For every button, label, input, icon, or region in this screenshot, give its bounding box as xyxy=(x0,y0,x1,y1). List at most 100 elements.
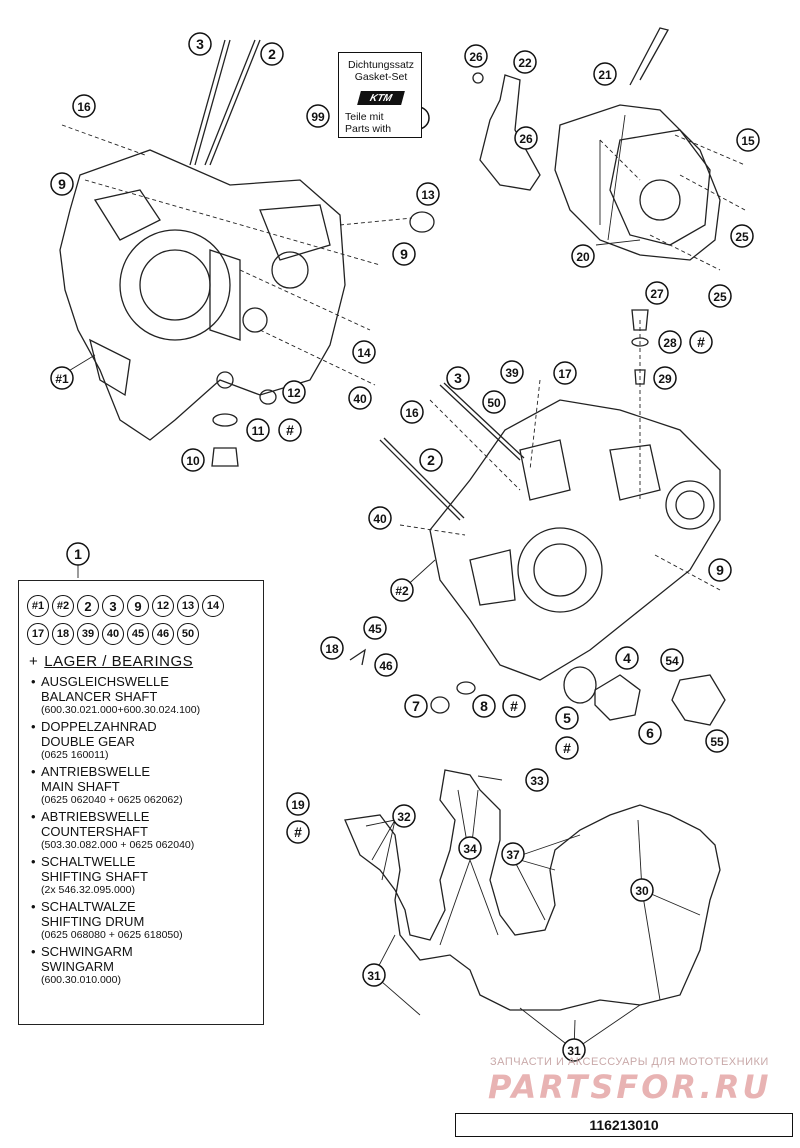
callout-c11: 11 xyxy=(246,418,270,442)
legend-badge: 3 xyxy=(102,595,124,617)
legend-item-en: SHIFTING DRUM xyxy=(41,914,145,929)
callout-circle xyxy=(482,390,506,414)
callout-label: 55 xyxy=(710,735,724,749)
seal-12 xyxy=(259,389,277,405)
callout-label: 13 xyxy=(421,188,435,202)
legend-item-en: SHIFTING SHAFT xyxy=(41,869,148,884)
callout-label: 18 xyxy=(325,642,339,656)
legend-plus: + xyxy=(29,653,39,670)
callout-label: 4 xyxy=(623,650,631,666)
callout-circle xyxy=(500,360,524,384)
callout-label: 31 xyxy=(567,1044,581,1058)
legend-badge: 50 xyxy=(177,623,199,645)
callout-label: 26 xyxy=(469,50,483,64)
callout-label: 99 xyxy=(311,110,325,124)
callout-c14: 14 xyxy=(352,340,376,364)
callout-c7: 7 xyxy=(404,694,428,718)
callout-c19: 19 xyxy=(286,792,310,816)
callout-c4: 4 xyxy=(615,646,639,670)
callout-circle xyxy=(66,542,90,566)
callout-circle xyxy=(348,386,372,410)
callout-circle xyxy=(562,1038,586,1062)
callout-label: # xyxy=(697,334,705,350)
callout-c9c: 9 xyxy=(708,558,732,582)
callout-label: 9 xyxy=(58,176,66,192)
callout-c40b: 40 xyxy=(368,506,392,530)
watermark-logo: PARTSFOR.RU xyxy=(488,1068,772,1106)
callout-label: # xyxy=(563,740,571,756)
callout-c12: 12 xyxy=(282,380,306,404)
legend-item-de: ANTRIEBSWELLE xyxy=(41,764,151,779)
callout-label: 3 xyxy=(196,36,204,52)
callout-c26a: 26 xyxy=(464,44,488,68)
callout-cH2: #2 xyxy=(390,578,414,602)
legend-badge: 40 xyxy=(102,623,124,645)
callout-c30: 30 xyxy=(630,878,654,902)
legend-heading-text: LAGER / BEARINGS xyxy=(44,653,194,670)
callout-c2b: 2 xyxy=(419,448,443,472)
callout-circle xyxy=(390,578,414,602)
legend-item-code: (2x 546.32.095.000) xyxy=(41,884,135,896)
callout-c45: 45 xyxy=(363,616,387,640)
callout-c6: 6 xyxy=(638,721,662,745)
legend-badge: 17 xyxy=(27,623,49,645)
callout-c9b: 9 xyxy=(392,242,416,266)
callout-c54: 54 xyxy=(660,648,684,672)
callout-label: 16 xyxy=(405,406,419,420)
callout-label: 26 xyxy=(519,132,533,146)
callout-circle xyxy=(502,694,526,718)
legend-badge: 13 xyxy=(177,595,199,617)
callout-label: 34 xyxy=(463,842,477,856)
callout-label: #1 xyxy=(55,372,69,386)
legend-badge: 12 xyxy=(152,595,174,617)
callout-c16a: 16 xyxy=(72,94,96,118)
legend-item-en: SWINGARM xyxy=(41,959,114,974)
gasket-set-line2: Gasket-Set xyxy=(354,71,408,83)
callout-circle xyxy=(705,729,729,753)
callout-c9a: 9 xyxy=(50,172,74,196)
callout-circle xyxy=(513,50,537,74)
callout-c3a: 3 xyxy=(188,32,212,56)
gasket-set-box: Dichtungssatz Gasket-Set KTM Teile mit P… xyxy=(338,44,428,138)
callout-c31b: 31 xyxy=(562,1038,586,1062)
callout-label: 2 xyxy=(268,46,276,62)
legend-item-de: SCHALTWELLE xyxy=(41,854,136,869)
callout-circle xyxy=(730,224,754,248)
callout-label: # xyxy=(510,698,518,714)
callout-circle xyxy=(260,42,284,66)
legend-item-code: (503.30.082.000 + 0625 062040) xyxy=(41,839,195,851)
callout-c21: 21 xyxy=(593,62,617,86)
legend-item-en: MAIN SHAFT xyxy=(41,779,120,794)
callout-circle xyxy=(374,653,398,677)
callout-label: 21 xyxy=(598,68,612,82)
callout-circle xyxy=(362,963,386,987)
callout-label: 8 xyxy=(480,698,488,714)
callout-label: 3 xyxy=(454,370,462,386)
callout-circle xyxy=(555,736,579,760)
callout-c55: 55 xyxy=(705,729,729,753)
legend-badge: #2 xyxy=(52,595,74,617)
callout-circle xyxy=(286,792,310,816)
callout-cH1: #1 xyxy=(50,366,74,390)
callout-circle xyxy=(501,842,525,866)
gasket-set-face: Dichtungssatz Gasket-Set KTM Teile mit P… xyxy=(338,52,422,138)
callout-circle xyxy=(286,820,310,844)
callout-c25a: 25 xyxy=(730,224,754,248)
callout-c18: 18 xyxy=(320,636,344,660)
callout-circle xyxy=(188,32,212,56)
callout-c27: 27 xyxy=(645,281,669,305)
callout-circle xyxy=(320,636,344,660)
callout-c31a: 31 xyxy=(362,963,386,987)
callout-circle xyxy=(615,646,639,670)
callout-circle xyxy=(392,804,416,828)
callout-label: #2 xyxy=(395,584,409,598)
callout-label: 22 xyxy=(518,56,532,70)
callout-circle xyxy=(708,284,732,308)
legend-item-code: (600.30.021.000+600.30.024.100) xyxy=(41,704,201,716)
studs-right xyxy=(379,382,525,521)
